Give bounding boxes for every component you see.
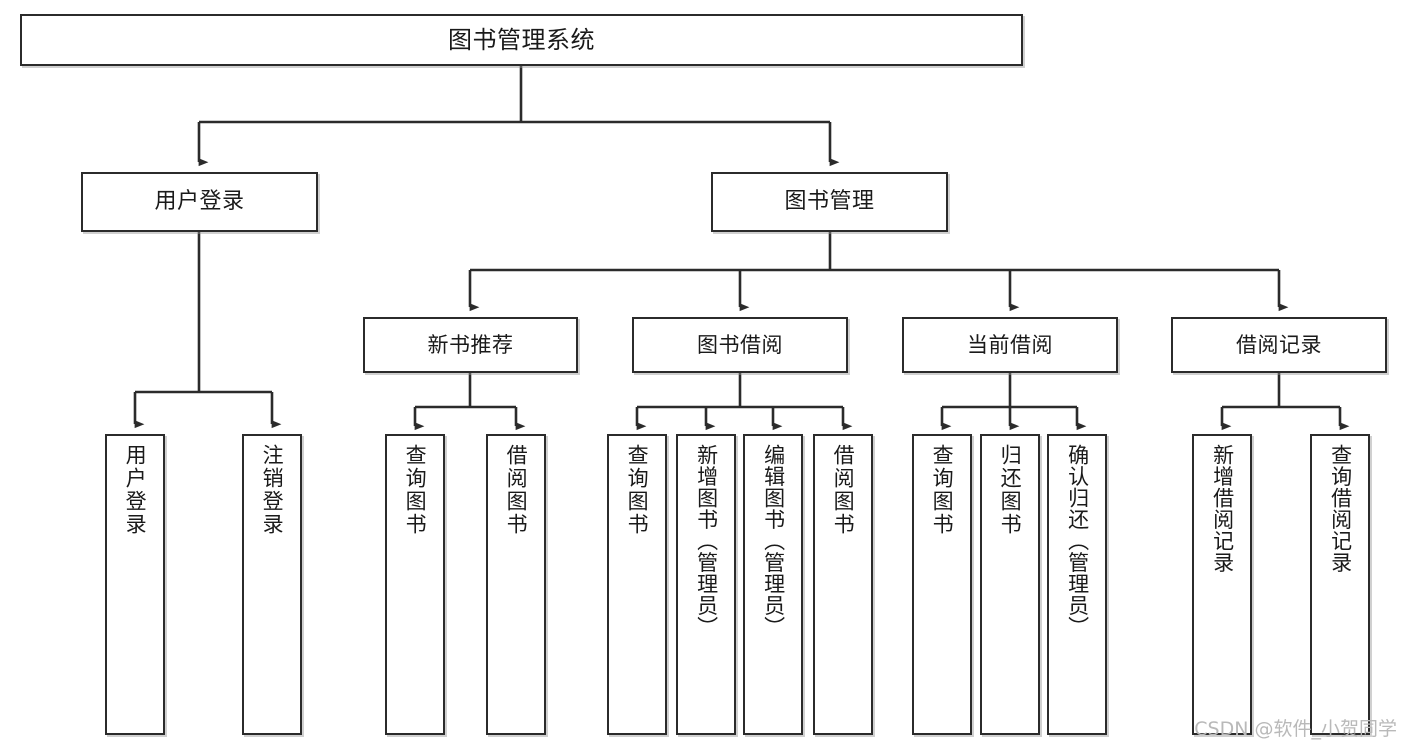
node-leaf-query-book-3[interactable]: 查询图书 bbox=[912, 434, 972, 735]
node-book-borrow-label: 图书借阅 bbox=[697, 332, 783, 357]
node-borrow-record[interactable]: 借阅记录 bbox=[1171, 317, 1387, 373]
node-book-borrow[interactable]: 图书借阅 bbox=[632, 317, 848, 373]
node-current-borrow[interactable]: 当前借阅 bbox=[902, 317, 1118, 373]
node-user-login[interactable]: 用户登录 bbox=[81, 172, 318, 232]
node-leaf-borrow-book-1[interactable]: 借阅图书 bbox=[486, 434, 546, 735]
node-leaf-borrow-book-2[interactable]: 借阅图书 bbox=[813, 434, 873, 735]
node-leaf-return-book-label: 归还图书 bbox=[998, 444, 1023, 536]
node-leaf-query-book-1-label: 查询图书 bbox=[403, 444, 428, 536]
node-current-borrow-label: 当前借阅 bbox=[967, 332, 1053, 357]
node-root-label: 图书管理系统 bbox=[448, 25, 595, 54]
node-leaf-edit-book[interactable]: 编辑图书（管理员） bbox=[743, 434, 803, 735]
node-root[interactable]: 图书管理系统 bbox=[20, 14, 1023, 66]
node-leaf-return-book[interactable]: 归还图书 bbox=[980, 434, 1040, 735]
node-leaf-logout-label: 注销登录 bbox=[260, 444, 285, 536]
node-leaf-confirm-return-label: 确认归还（管理员） bbox=[1065, 444, 1090, 638]
node-leaf-user-login-label: 用户登录 bbox=[123, 444, 148, 536]
node-leaf-logout[interactable]: 注销登录 bbox=[242, 434, 302, 735]
node-book-manage[interactable]: 图书管理 bbox=[711, 172, 948, 232]
node-leaf-edit-book-label: 编辑图书（管理员） bbox=[761, 444, 786, 638]
node-leaf-query-record[interactable]: 查询借阅记录 bbox=[1310, 434, 1370, 735]
node-leaf-query-book-3-label: 查询图书 bbox=[930, 444, 955, 536]
node-borrow-record-label: 借阅记录 bbox=[1236, 332, 1322, 357]
node-leaf-add-record-label: 新增借阅记录 bbox=[1210, 444, 1235, 573]
node-leaf-borrow-book-1-label: 借阅图书 bbox=[504, 444, 529, 536]
node-new-book-rec[interactable]: 新书推荐 bbox=[363, 317, 578, 373]
node-leaf-user-login[interactable]: 用户登录 bbox=[105, 434, 165, 735]
node-new-book-rec-label: 新书推荐 bbox=[427, 332, 514, 357]
node-leaf-query-book-2-label: 查询图书 bbox=[625, 444, 650, 536]
node-leaf-query-record-label: 查询借阅记录 bbox=[1328, 444, 1353, 573]
node-user-login-label: 用户登录 bbox=[154, 189, 245, 215]
node-leaf-add-book[interactable]: 新增图书（管理员） bbox=[676, 434, 736, 735]
node-leaf-borrow-book-2-label: 借阅图书 bbox=[831, 444, 856, 536]
node-leaf-add-record[interactable]: 新增借阅记录 bbox=[1192, 434, 1252, 735]
node-leaf-query-book-2[interactable]: 查询图书 bbox=[607, 434, 667, 735]
node-leaf-query-book-1[interactable]: 查询图书 bbox=[385, 434, 445, 735]
csdn-watermark: CSDN @软件_小贺同学 bbox=[1194, 718, 1397, 740]
node-book-manage-label: 图书管理 bbox=[784, 189, 875, 215]
node-leaf-confirm-return[interactable]: 确认归还（管理员） bbox=[1047, 434, 1107, 735]
node-leaf-add-book-label: 新增图书（管理员） bbox=[694, 444, 719, 638]
